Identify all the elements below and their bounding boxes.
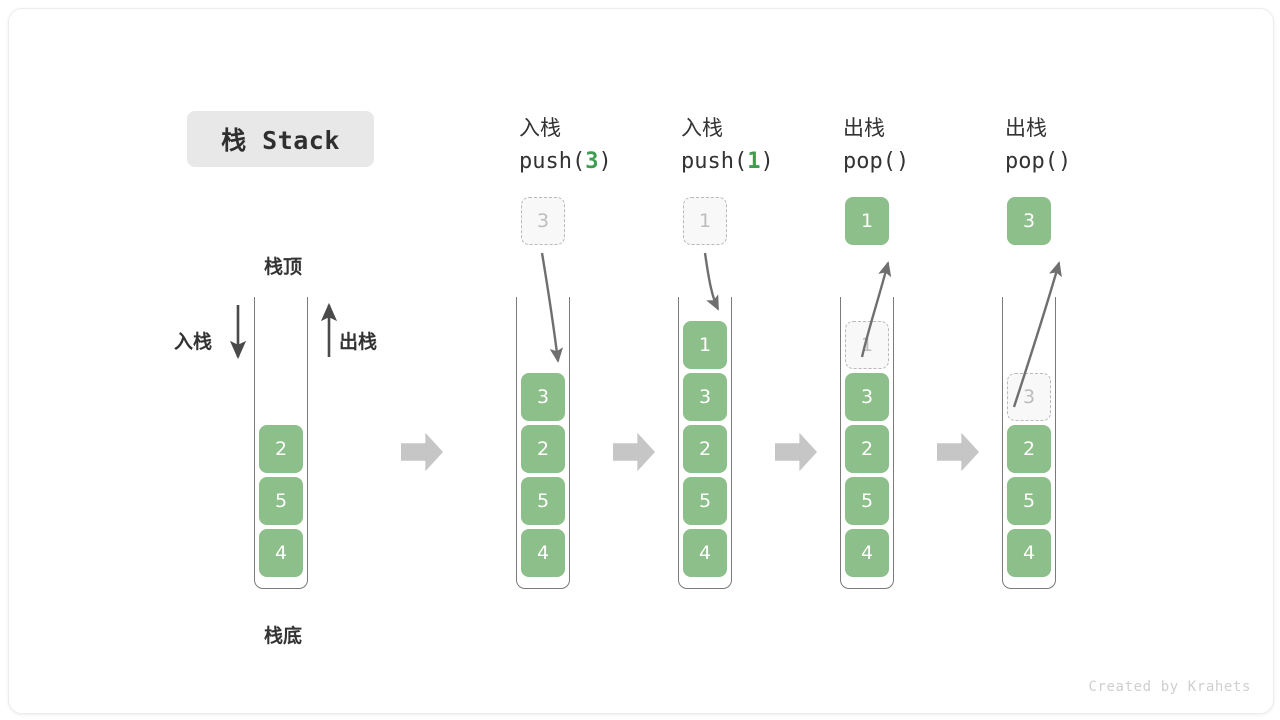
- step-arrow-icon: [401, 432, 443, 472]
- stack-cell: 4: [1007, 529, 1051, 577]
- outgoing-value-box: 3: [1007, 197, 1051, 245]
- stack-tube-initial: [254, 297, 308, 589]
- push-direction-label: 入栈: [174, 331, 213, 353]
- stack-tube-pop-1: [840, 297, 894, 589]
- column-header-push-1: 入栈 push(1): [681, 114, 851, 177]
- stack-cell: 4: [259, 529, 303, 577]
- step-arrow-icon: [775, 432, 817, 472]
- stack-cell: 4: [845, 529, 889, 577]
- stack-cell: 3: [845, 373, 889, 421]
- code-prefix: push(: [519, 149, 586, 175]
- code-suffix: ): [1057, 149, 1072, 175]
- column-header-push-3: 入栈 push(3): [519, 114, 689, 177]
- stack-tube-pop-3: [1002, 297, 1056, 589]
- column-header-cn: 入栈: [681, 116, 723, 140]
- code-prefix: pop(: [843, 149, 896, 175]
- removed-cell-ghost: 1: [845, 321, 889, 369]
- column-header-cn: 出栈: [1005, 116, 1047, 140]
- code-prefix: pop(: [1005, 149, 1058, 175]
- stack-cell: 2: [521, 425, 565, 473]
- diagram-title-chip: 栈 Stack: [187, 111, 374, 167]
- stack-cell: 2: [1007, 425, 1051, 473]
- removed-cell-ghost: 3: [1007, 373, 1051, 421]
- column-header-code: push(1): [681, 147, 851, 177]
- code-argument: 3: [585, 149, 599, 175]
- code-suffix: ): [895, 149, 910, 175]
- column-header-cn: 入栈: [519, 116, 561, 140]
- stack-top-label: 栈顶: [264, 256, 303, 278]
- step-arrow-icon: [937, 432, 979, 472]
- column-header-pop-1: 出栈 pop(): [843, 114, 1013, 177]
- credit-text: Created by Krahets: [1088, 679, 1251, 695]
- column-header-code: pop(): [843, 147, 1013, 177]
- column-header-pop-3: 出栈 pop(): [1005, 114, 1175, 177]
- diagram-card: 栈 Stack 栈顶 栈底 入栈 出栈 入栈 push(3) 入栈 push(1…: [8, 8, 1274, 714]
- code-suffix: ): [598, 149, 612, 175]
- code-suffix: ): [760, 149, 774, 175]
- incoming-value-box: 3: [521, 197, 565, 245]
- pop-direction-label: 出栈: [339, 331, 378, 353]
- code-prefix: push(: [681, 149, 748, 175]
- stack-cell: 5: [683, 477, 727, 525]
- step-arrow-icon: [613, 432, 655, 472]
- stack-cell: 4: [521, 529, 565, 577]
- column-header-code: push(3): [519, 147, 689, 177]
- stack-tube-push-3: [516, 297, 570, 589]
- stack-cell: 3: [521, 373, 565, 421]
- stack-cell: 4: [683, 529, 727, 577]
- column-header-cn: 出栈: [843, 116, 885, 140]
- incoming-value-box: 1: [683, 197, 727, 245]
- column-header-code: pop(): [1005, 147, 1175, 177]
- stack-cell: 5: [1007, 477, 1051, 525]
- outgoing-value-box: 1: [845, 197, 889, 245]
- stack-cell: 1: [683, 321, 727, 369]
- stack-bottom-label: 栈底: [264, 625, 303, 647]
- stack-cell: 5: [259, 477, 303, 525]
- stack-cell: 3: [683, 373, 727, 421]
- stack-cell: 5: [521, 477, 565, 525]
- stack-tube-push-1: [678, 297, 732, 589]
- diagram-stage: 栈 Stack 栈顶 栈底 入栈 出栈 入栈 push(3) 入栈 push(1…: [9, 9, 1273, 713]
- stack-cell: 2: [845, 425, 889, 473]
- stack-cell: 2: [259, 425, 303, 473]
- stack-cell: 5: [845, 477, 889, 525]
- stack-cell: 2: [683, 425, 727, 473]
- code-argument: 1: [747, 149, 761, 175]
